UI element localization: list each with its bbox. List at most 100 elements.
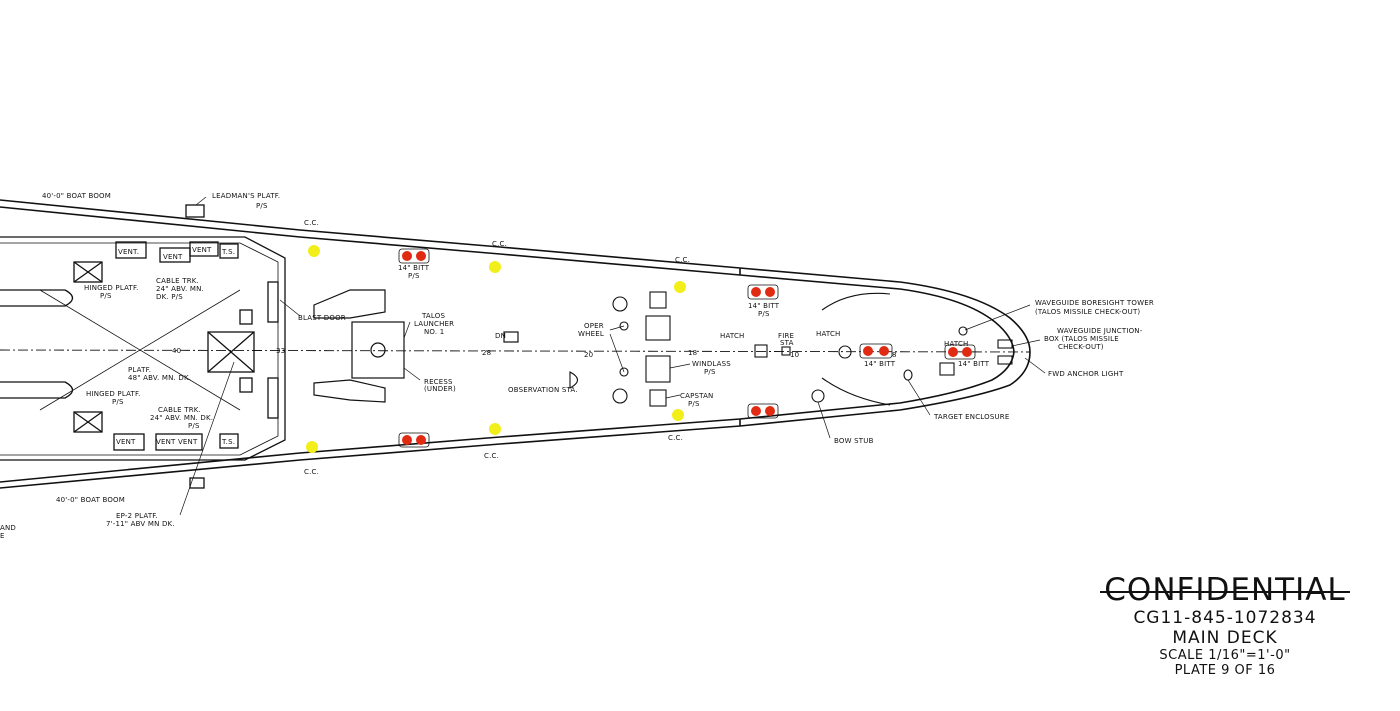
frame-number: 20	[584, 351, 593, 359]
yellow-dot	[489, 423, 501, 435]
dn-label: DN	[495, 332, 506, 340]
boat-boom-bot-label: 40'-0" BOAT BOOM	[56, 496, 125, 504]
left-edge-text-2: E	[0, 532, 5, 540]
cc-label: C.C.	[304, 468, 319, 476]
blast-door-label: BLAST DOOR	[298, 314, 346, 322]
waveguide-junction-label-2: BOX (TALOS MISSILE	[1044, 335, 1119, 343]
cc-label: C.C.	[492, 240, 507, 248]
cable-trk-top-label-2: 24" ABV. MN.	[156, 285, 204, 293]
yellow-dot	[674, 281, 686, 293]
platf-label-2: 48" ABV. MN. DK.	[128, 374, 191, 382]
vent-label: VENT	[116, 438, 136, 446]
vent-label: VENT	[192, 246, 212, 254]
observation-label: OBSERVATION STA.	[508, 386, 578, 394]
cc-label: C.C.	[304, 219, 319, 227]
frame-number: 18	[688, 349, 697, 357]
classification-stamp: CONFIDENTIAL	[1100, 572, 1351, 608]
bitt-label: 14" BITT	[748, 302, 780, 310]
drawing-number: CG11-845-1072834	[1133, 608, 1317, 628]
centerline	[0, 349, 1031, 353]
waveguide-tower-label: WAVEGUIDE BORESIGHT TOWER	[1035, 299, 1154, 307]
drawing-scale: SCALE 1/16"=1'-0"	[1159, 648, 1291, 663]
frame-number: 33	[276, 347, 285, 355]
hatch-label: HATCH	[816, 330, 841, 338]
platf-label: PLATF.	[128, 366, 151, 374]
bitt-label: 14" BITT	[864, 360, 896, 368]
drawing-title: MAIN DECK	[1172, 628, 1278, 648]
boat-boom-top-label: 40'-0" BOAT BOOM	[42, 192, 111, 200]
bitt-ps: P/S	[758, 310, 770, 318]
frame-number: 8	[892, 351, 897, 359]
leader-lines	[179, 196, 1046, 516]
leadman-ps-label: P/S	[256, 202, 268, 210]
vent-label: VENT VENT	[156, 438, 198, 446]
ts-label: T.S.	[221, 248, 235, 256]
vent-label: VENT	[163, 253, 183, 261]
title-block: CONFIDENTIAL CG11-845-1072834 MAIN DECK …	[1075, 572, 1375, 678]
talos-label-2: LAUNCHER	[414, 320, 454, 328]
hatch-label: HATCH	[720, 332, 745, 340]
target-enclosure-label: TARGET ENCLOSURE	[933, 413, 1010, 421]
capstan-ps: P/S	[688, 400, 700, 408]
yellow-dot	[672, 409, 684, 421]
bitt-marker	[944, 344, 976, 360]
talos-label: TALOS	[421, 312, 445, 320]
yellow-markers	[306, 245, 686, 453]
cable-trk-bot-label-3: P/S	[188, 422, 200, 430]
recess-label-2: (UNDER)	[424, 385, 456, 393]
cc-label: C.C.	[675, 256, 690, 264]
waveguide-junction-label: WAVEGUIDE JUNCTION-	[1057, 327, 1143, 335]
hinged-platf-top-ps: P/S	[100, 292, 112, 300]
talos-launcher	[313, 289, 519, 403]
cc-label: C.C.	[668, 434, 683, 442]
left-edge-text: AND	[0, 524, 16, 532]
hinged-platf-top-label: HINGED PLATF.	[84, 284, 139, 292]
drawing-labels: 40'-0" BOAT BOOM LEADMAN'S PLATF. P/S C.…	[0, 192, 1154, 540]
cable-trk-top-label-3: DK. P/S	[156, 293, 183, 301]
bitt-marker	[747, 284, 779, 300]
cc-label: C.C.	[484, 452, 499, 460]
frame-number: 28	[482, 349, 491, 357]
bow-stub-label: BOW STUB	[834, 437, 874, 445]
capstan-label: CAPSTAN	[680, 392, 714, 400]
hatch-label: HATCH	[944, 340, 969, 348]
windlass-label: WINDLASS	[692, 360, 731, 368]
anchor-light-label: FWD ANCHOR LIGHT	[1048, 370, 1124, 378]
cable-trk-bot-label-2: 24" ABV. MN. DK.	[150, 414, 213, 422]
hinged-platf-bot-ps: P/S	[112, 398, 124, 406]
fire-sta-label-2: STA	[780, 339, 794, 347]
bitt-marker	[859, 343, 893, 359]
waveguide-tower-label-2: (TALOS MISSILE CHECK-OUT)	[1035, 308, 1140, 316]
cable-trk-top-label: CABLE TRK.	[156, 277, 199, 285]
bitt-marker	[398, 248, 430, 264]
oper-wheel-label: OPER	[584, 322, 604, 330]
ep2-platf-label: EP-2 PLATF.	[116, 512, 158, 520]
talos-label-3: NO. 1	[424, 328, 444, 336]
red-bitt-markers	[398, 248, 976, 448]
deck-equipment	[569, 291, 1013, 407]
yellow-dot	[306, 441, 318, 453]
windlass-ps: P/S	[704, 368, 716, 376]
fire-sta-label: FIRE	[778, 332, 794, 340]
bitt-marker	[747, 403, 779, 419]
hinged-platf-bot-label: HINGED PLATF.	[86, 390, 141, 398]
frame-number: 40	[172, 347, 181, 355]
bitt-label: 14" BITT	[958, 360, 990, 368]
plate-number: PLATE 9 OF 16	[1174, 663, 1276, 678]
bitt-marker	[398, 432, 430, 448]
hull-outline	[0, 199, 1031, 489]
ep2-platf-label-2: 7'-11" ABV MN DK.	[106, 520, 175, 528]
leadman-platf-label: LEADMAN'S PLATF.	[212, 192, 280, 200]
yellow-dot	[489, 261, 501, 273]
oper-wheel-label-2: WHEEL	[578, 330, 604, 338]
ts-label: T.S.	[221, 438, 235, 446]
frame-number: 10	[790, 351, 799, 359]
vent-label: VENT.	[118, 248, 139, 256]
cable-trk-bot-label: CABLE TRK.	[158, 406, 201, 414]
bitt-label: 14" BITT	[398, 264, 430, 272]
recess-label: RECESS	[424, 378, 453, 386]
superstructure	[0, 204, 286, 489]
yellow-dot	[308, 245, 320, 257]
waveguide-junction-label-3: CHECK-OUT)	[1058, 343, 1104, 351]
